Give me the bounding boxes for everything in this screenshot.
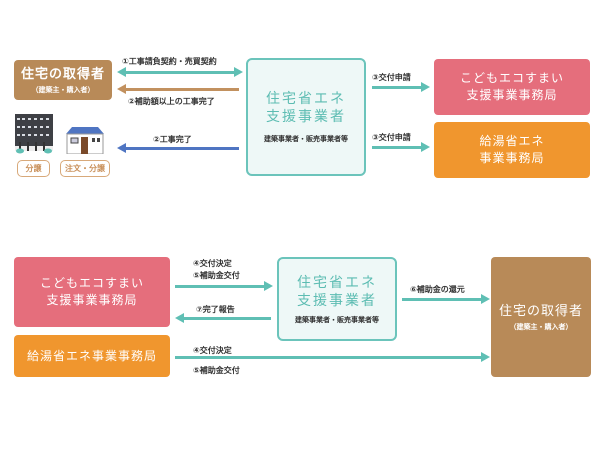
arrow-apply-1: [372, 82, 430, 92]
top-center-title-1: 住宅省エネ: [266, 91, 346, 107]
label-payment-2: ⑤補助金交付: [193, 366, 240, 375]
label-complete: ②工事完了: [153, 135, 192, 144]
label-contract: ①工事請負契約・売買契約: [122, 57, 217, 66]
label-complete-above: ②補助額以上の工事完了: [128, 97, 215, 106]
label-apply-2: ③交付申請: [372, 133, 411, 142]
tag-bunjo: 分譲: [17, 160, 50, 177]
bottom-center-sub: 建築事業者・販売事業者等: [295, 315, 379, 324]
top-center-box: 住宅省エネ 支援事業者 建築事業者・販売事業者等: [246, 58, 366, 176]
top-kyuto-line-2: 事業事務局: [479, 151, 545, 165]
top-kodomo-line-2: 支援事業事務局: [466, 88, 558, 102]
label-payment-1: ⑤補助金交付: [193, 271, 240, 280]
bottom-kyuto-office-box: 給湯省エネ事業事務局: [14, 335, 170, 377]
top-kodomo-office-box: こどもエコすまい 支援事業事務局: [434, 59, 590, 115]
top-kyuto-office-box: 給湯省エネ 事業事務局: [434, 122, 590, 178]
apartment-building-icon: [15, 114, 53, 154]
arrow-apply-2: [372, 142, 430, 152]
tag-chumon-bunjo: 注文・分譲: [60, 160, 110, 177]
bottom-kodomo-office-box: こどもエコすまい 支援事業事務局: [14, 257, 170, 327]
bottom-center-title-2: 支援事業者: [297, 292, 377, 309]
house-icon: [62, 126, 108, 155]
top-buyer-box: 住宅の取得者 （建築主・購入者）: [14, 60, 112, 100]
bottom-buyer-title: 住宅の取得者: [498, 303, 583, 319]
arrow-complete: [117, 143, 239, 153]
bottom-buyer-box: 住宅の取得者 （建築主・購入者）: [491, 257, 591, 377]
bottom-center-box: 住宅省エネ 支援事業者 建築事業者・販売事業者等: [277, 257, 397, 341]
arrow-payment-2: [175, 352, 490, 362]
top-buyer-title: 住宅の取得者: [20, 66, 105, 82]
arrow-report: [175, 313, 271, 323]
arrow-payment-1: [175, 281, 273, 291]
arrow-contract: [117, 67, 243, 77]
arrow-complete-above: [117, 84, 239, 94]
label-apply-1: ③交付申請: [372, 73, 411, 82]
top-kodomo-line-1: こどもエコすまい: [459, 71, 564, 85]
label-report: ⑦完了報告: [196, 305, 235, 314]
top-buyer-sub: （建築主・購入者）: [31, 85, 95, 94]
arrow-refund: [402, 294, 490, 304]
label-decision-2: ④交付決定: [193, 346, 232, 355]
top-kyuto-line-1: 給湯省エネ: [479, 134, 545, 148]
bottom-kyuto-title: 給湯省エネ事業事務局: [26, 348, 157, 363]
label-refund: ⑥補助金の還元: [410, 285, 465, 294]
bottom-buyer-sub: （建築主・購入者）: [509, 322, 573, 331]
label-decision-1: ④交付決定: [193, 259, 232, 268]
bottom-center-title-1: 住宅省エネ: [297, 274, 377, 291]
bottom-kodomo-line-2: 支援事業事務局: [46, 293, 138, 307]
bottom-kodomo-line-1: こどもエコすまい: [39, 276, 144, 290]
top-center-title-2: 支援事業者: [266, 109, 346, 125]
top-center-sub: 建築事業者・販売事業者等: [264, 135, 348, 143]
